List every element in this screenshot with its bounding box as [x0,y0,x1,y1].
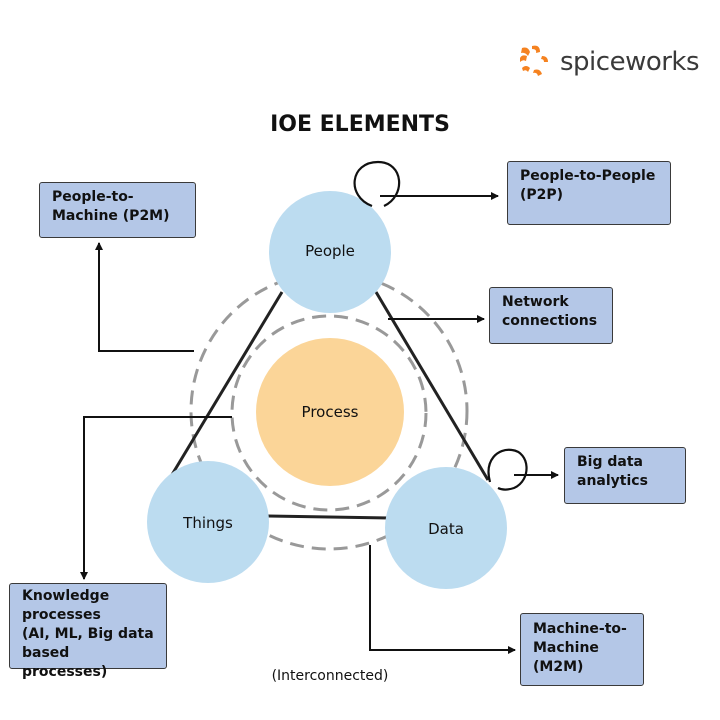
edge-things-data [267,514,391,520]
edge-people-data [374,291,490,481]
process-node [256,338,404,486]
page-title: IOE ELEMENTS [270,112,450,137]
things-label: Things [183,514,233,532]
data-label: Data [428,520,464,538]
people-node [269,191,391,313]
data-self-loop [487,448,528,491]
spiceworks-logo: spiceworks [518,44,700,80]
m2m-box: Machine-to- Machine (M2M) [520,613,644,686]
p2p-box: People-to-People (P2P) [507,161,671,225]
spiceworks-logo-icon [520,45,548,76]
connector-m2m [369,545,516,654]
things-node [147,461,269,583]
people-label: People [305,242,355,260]
process-label: Process [301,403,359,421]
inner-dashed-ring [230,314,428,512]
big-data-box: Big data analytics [564,447,686,504]
knowledge-box: Knowledge processes (AI, ML, Big data ba… [9,583,167,680]
p2m-box: People-to- Machine (P2M) [39,182,196,238]
interconnected-caption: (Interconnected) [271,668,389,684]
edge-people-things [168,291,284,479]
connector-knowledge [80,416,232,580]
people-self-loop [353,160,401,208]
connector-p2m [95,242,194,352]
network-box: Network connections [489,287,613,344]
data-node [385,467,507,589]
brand-name: spiceworks [560,47,700,77]
